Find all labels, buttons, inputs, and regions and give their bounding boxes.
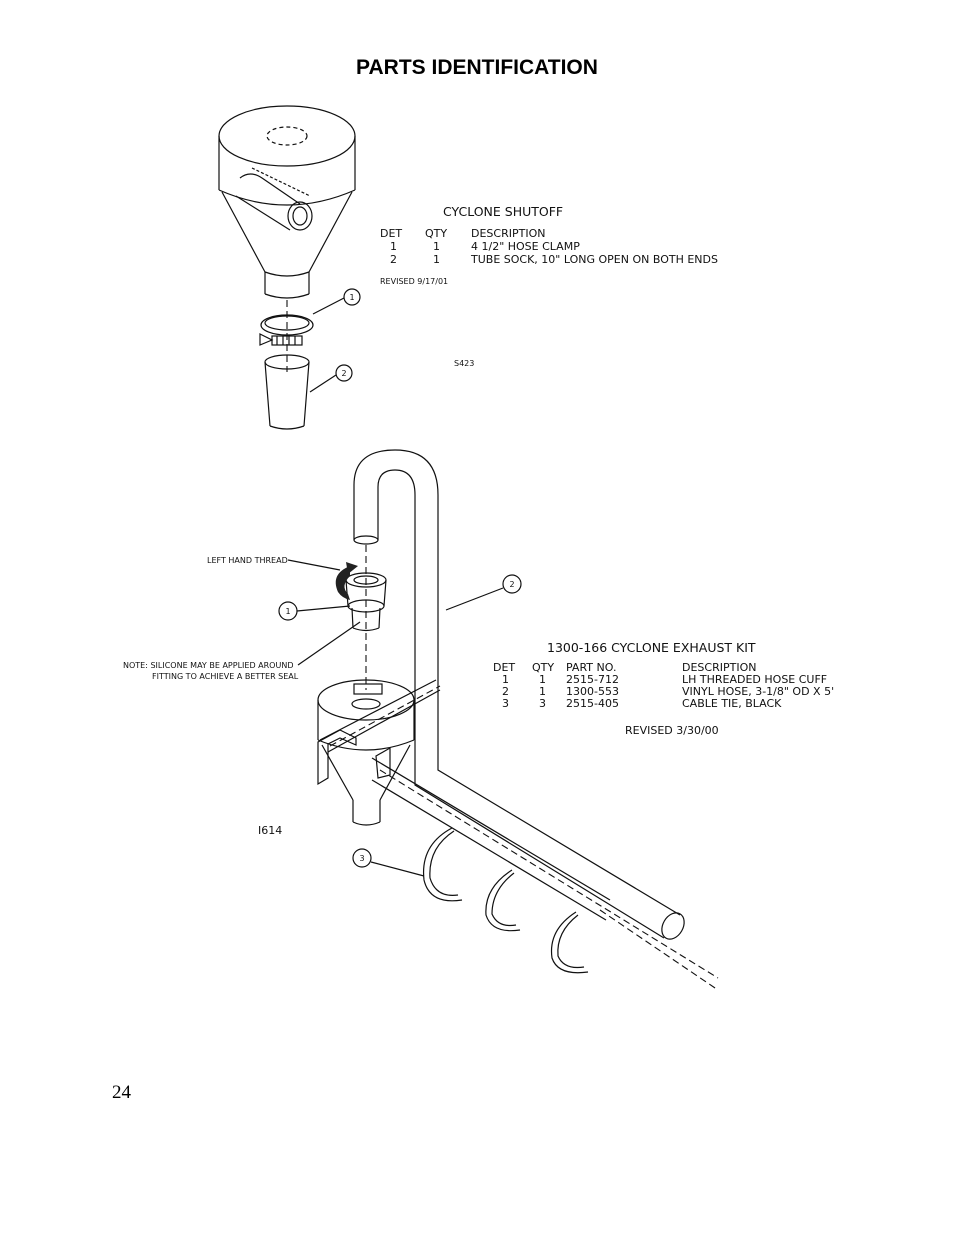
note-left-hand-thread: LEFT HAND THREAD [207,556,288,565]
shutoff-row-1-qty: 1 [433,240,440,253]
exhaust-row-2-det: 2 [502,685,509,698]
shutoff-row-1-det: 1 [390,240,397,253]
exhaust-row-2-qty: 1 [539,685,546,698]
shutoff-col-description: DESCRIPTION [471,227,545,240]
callout-exhaust-1: 1 [285,607,290,616]
shutoff-col-det: DET [380,227,402,240]
shutoff-row-2-det: 2 [390,253,397,266]
exhaust-col-description: DESCRIPTION [682,661,756,674]
exhaust-col-part: PART NO. [566,661,616,674]
exhaust-row-3-det: 3 [502,697,509,710]
exhaust-row-1-part: 2515-712 [566,673,619,686]
shutoff-row-2-description: TUBE SOCK, 10" LONG OPEN ON BOTH ENDS [470,253,718,266]
callout-shutoff-2: 2 [341,369,346,378]
shutoff-revised: REVISED 9/17/01 [380,277,448,286]
cyclone-exhaust-illustration [278,449,719,991]
exhaust-row-3-part: 2515-405 [566,697,619,710]
cyclone-shutoff-illustration [218,105,361,430]
exhaust-col-qty: QTY [532,661,554,674]
exhaust-row-1-description: LH THREADED HOSE CUFF [682,673,827,686]
exhaust-revised: REVISED 3/30/00 [625,724,719,737]
exhaust-row-1-qty: 1 [539,673,546,686]
callout-exhaust-2: 2 [509,580,514,589]
exhaust-row-2-description: VINYL HOSE, 3-1/8" OD X 5' [682,685,834,698]
exhaust-row-2-part: 1300-553 [566,685,619,698]
exhaust-row-1-det: 1 [502,673,509,686]
shutoff-drawing-code: S423 [454,359,474,368]
callout-shutoff-1: 1 [349,293,354,302]
exhaust-drawing-code: I614 [258,824,282,837]
exhaust-col-det: DET [493,661,515,674]
note-silicone-line-2: FITTING TO ACHIEVE A BETTER SEAL [152,672,299,681]
exhaust-heading: 1300-166 CYCLONE EXHAUST KIT [547,640,756,655]
callout-exhaust-3: 3 [359,854,364,863]
exhaust-row-3-description: CABLE TIE, BLACK [682,697,782,710]
shutoff-row-1-description: 4 1/2" HOSE CLAMP [471,240,580,253]
shutoff-col-qty: QTY [425,227,447,240]
note-silicone-line-1: NOTE: SILICONE MAY BE APPLIED AROUND [123,661,293,670]
shutoff-row-2-qty: 1 [433,253,440,266]
shutoff-heading: CYCLONE SHUTOFF [443,204,563,219]
page-title: PARTS IDENTIFICATION [356,56,598,79]
page-number: 24 [112,1082,131,1103]
exhaust-row-3-qty: 3 [539,697,546,710]
